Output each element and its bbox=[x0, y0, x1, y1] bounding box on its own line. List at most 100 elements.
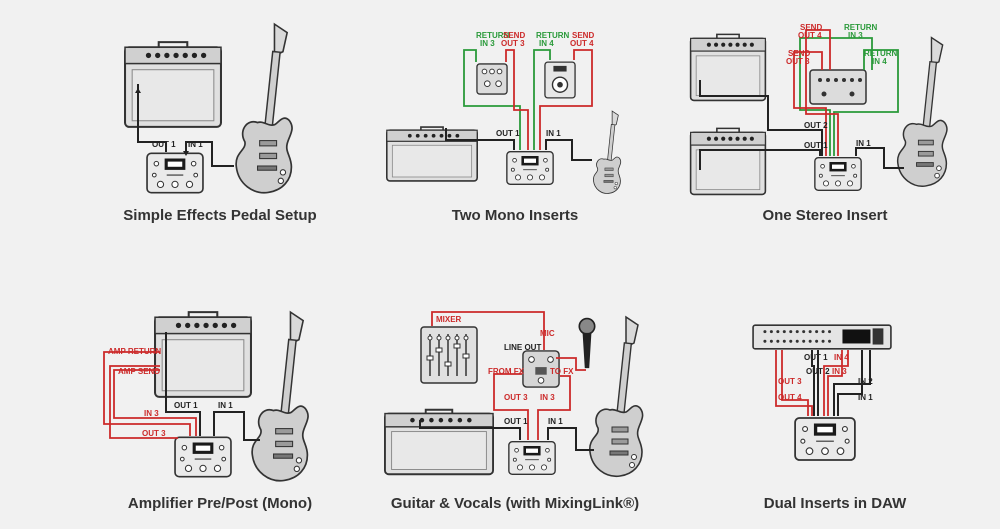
label-in1: IN 1 bbox=[856, 139, 871, 148]
label-mixer: MIXER bbox=[436, 315, 462, 324]
amplifier bbox=[384, 408, 494, 476]
label-out1: OUT 1 bbox=[152, 140, 176, 149]
cable-in2 bbox=[837, 350, 863, 416]
diagram-vocals-art: MIXER MIC LINE OUT FROM FX TO FX OUT 3 I… bbox=[384, 311, 644, 478]
caption-mono-inserts: Two Mono Inserts bbox=[451, 207, 579, 224]
cable-mixer bbox=[431, 311, 545, 350]
cable-in4 bbox=[823, 350, 849, 416]
guitar bbox=[896, 36, 948, 187]
label-out1: OUT 1 bbox=[174, 401, 198, 410]
amplifier bbox=[386, 125, 478, 183]
cable-out2 bbox=[699, 80, 823, 156]
cable-in1 bbox=[833, 350, 871, 416]
cable-out1 bbox=[137, 84, 167, 152]
label-send-b: OUT 3 bbox=[501, 39, 525, 48]
label-out3: OUT 3 bbox=[778, 377, 802, 386]
audio-interface-rack bbox=[752, 324, 892, 350]
diagram-stereo-insert-art: SEND OUT 4 RETURN IN 3 SEND OUT 3 RETURN… bbox=[689, 23, 948, 196]
label-line-out: LINE OUT bbox=[504, 343, 541, 352]
label-return-d: IN 4 bbox=[539, 39, 554, 48]
diagram-simple: OUT 1 IN 1 Simple Effects Pedal Setup bbox=[100, 10, 340, 240]
label-out1: OUT 1 bbox=[804, 141, 828, 150]
guitar bbox=[592, 110, 622, 195]
cable-from-fx bbox=[493, 373, 529, 440]
label-out1: OUT 1 bbox=[804, 353, 828, 362]
cable-in1 bbox=[855, 147, 904, 169]
label-return-a: RETURN bbox=[476, 31, 510, 40]
diagram-mono-inserts: RETURN IN 3 SEND OUT 3 RETURN IN 4 SEND … bbox=[380, 10, 660, 240]
label-out3: OUT 3 bbox=[504, 393, 528, 402]
diagram-vocals: MIXER MIC LINE OUT FROM FX TO FX OUT 3 I… bbox=[380, 300, 660, 529]
diagram-stereo-insert: SEND OUT 4 RETURN IN 3 SEND OUT 3 RETURN… bbox=[680, 10, 980, 240]
label-in1: IN 1 bbox=[218, 401, 233, 410]
stereo-effect-pedal bbox=[809, 69, 867, 105]
label-out4: OUT 4 bbox=[778, 393, 802, 402]
label-return-in3-a: RETURN bbox=[844, 23, 878, 32]
label-in3: IN 3 bbox=[144, 409, 159, 418]
label-return-b: IN 3 bbox=[480, 39, 495, 48]
label-return-in4-b: IN 4 bbox=[872, 57, 887, 66]
multi-effects-pedal bbox=[146, 152, 204, 194]
guitar bbox=[251, 311, 309, 482]
multi-effects-pedal bbox=[506, 150, 554, 186]
cable-send-out3 bbox=[505, 49, 529, 150]
multi-effects-pedal bbox=[174, 436, 232, 478]
effect-pedal-1 bbox=[476, 63, 508, 95]
cable-return-in3 bbox=[799, 37, 873, 156]
diagram-simple-art: OUT 1 IN 1 bbox=[124, 23, 293, 194]
label-in1: IN 1 bbox=[548, 417, 563, 426]
caption-daw: Dual Inserts in DAW bbox=[763, 495, 907, 512]
caption-stereo-insert: One Stereo Insert bbox=[762, 207, 888, 224]
multi-effects-pedal bbox=[814, 156, 862, 192]
cable-send-out4 bbox=[805, 29, 839, 156]
cable-out1 bbox=[445, 128, 515, 150]
label-out2: OUT 2 bbox=[806, 367, 830, 376]
label-to-fx: TO FX bbox=[550, 367, 574, 376]
cable-in1 bbox=[547, 427, 594, 451]
label-send-d: OUT 4 bbox=[570, 39, 594, 48]
label-out1: OUT 1 bbox=[496, 129, 520, 138]
label-send-out4-b: OUT 4 bbox=[798, 31, 822, 40]
cable-send-out3 bbox=[793, 51, 827, 156]
amplifier-bottom bbox=[689, 127, 767, 196]
cable-mic bbox=[556, 357, 586, 371]
cable-out1 bbox=[165, 332, 201, 436]
cable-in1 bbox=[213, 411, 260, 441]
caption-pre-post: Amplifier Pre/Post (Mono) bbox=[127, 495, 313, 512]
label-out2: OUT 2 bbox=[804, 121, 828, 130]
cable-in1 bbox=[545, 139, 592, 161]
cable-in3 bbox=[827, 350, 843, 416]
label-send-out3-b: OUT 3 bbox=[786, 57, 810, 66]
amplifier bbox=[124, 41, 222, 128]
label-in2: IN 2 bbox=[858, 377, 873, 386]
cable-return-in4 bbox=[833, 49, 899, 156]
guitar bbox=[235, 23, 293, 194]
guitar bbox=[588, 316, 644, 478]
label-out3: OUT 3 bbox=[142, 429, 166, 438]
effect-pedal-2 bbox=[544, 61, 576, 99]
label-send-a: SEND bbox=[503, 31, 525, 40]
label-amp-send: AMP SEND bbox=[118, 367, 160, 376]
diagram-mono-inserts-art: RETURN IN 3 SEND OUT 3 RETURN IN 4 SEND … bbox=[386, 31, 622, 195]
label-amp-return: AMP RETURN bbox=[108, 347, 161, 356]
label-out1: OUT 1 bbox=[504, 417, 528, 426]
label-mic: MIC bbox=[540, 329, 555, 338]
label-send-c: SEND bbox=[572, 31, 594, 40]
label-in3: IN 3 bbox=[540, 393, 555, 402]
mixer bbox=[420, 326, 478, 384]
label-in4: IN 4 bbox=[834, 353, 849, 362]
cable-out1 bbox=[699, 149, 821, 170]
diagram-pre-post: AMP RETURN AMP SEND IN 3 OUT 3 OUT 1 IN … bbox=[100, 300, 340, 529]
multi-effects-pedal bbox=[508, 440, 556, 476]
amplifier-top bbox=[689, 33, 767, 102]
cable-send-out4 bbox=[539, 49, 593, 150]
microphone bbox=[578, 317, 596, 369]
diagram-pre-post-art: AMP RETURN AMP SEND IN 3 OUT 3 OUT 1 IN … bbox=[103, 311, 309, 482]
diagram-daw-art: OUT 1 IN 4 OUT 2 IN 3 OUT 3 IN 2 OUT 4 I… bbox=[752, 324, 892, 461]
cable-return-in3 bbox=[463, 70, 521, 150]
label-return-c: RETURN bbox=[536, 31, 570, 40]
label-in1: IN 1 bbox=[858, 393, 873, 402]
label-in3: IN 3 bbox=[832, 367, 847, 376]
cable-return-in4 bbox=[533, 49, 551, 100]
cable-out1 bbox=[419, 420, 521, 440]
